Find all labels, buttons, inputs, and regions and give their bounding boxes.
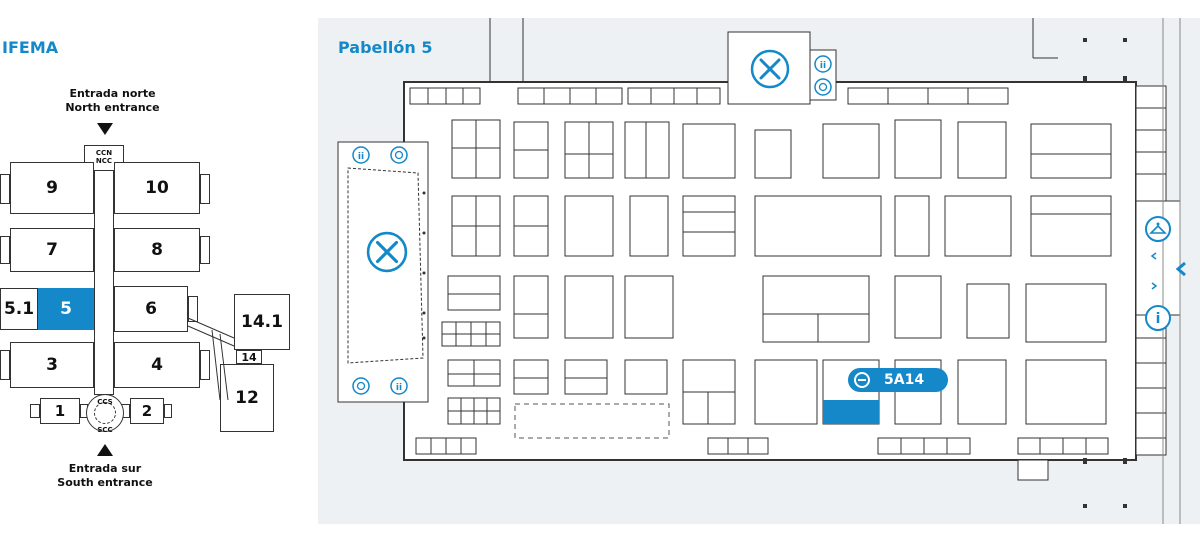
south-arrow-icon	[97, 444, 113, 456]
exhibitor-logo-icon	[854, 372, 870, 388]
ccs-label: CCS	[97, 398, 113, 406]
chevron-left-icon	[1150, 252, 1157, 260]
north-entrance-es: Entrada norte	[69, 87, 156, 100]
restaurant-icon	[366, 231, 408, 273]
hall-7[interactable]: 7	[10, 228, 94, 272]
chevron-right-icon	[1151, 282, 1158, 290]
hall-8[interactable]: 8	[114, 228, 200, 272]
north-arrow-icon	[97, 123, 113, 135]
walkway-lines	[187, 317, 235, 401]
accessible-icon	[814, 78, 832, 96]
hall-4[interactable]: 4	[114, 342, 200, 388]
svg-text:ii: ii	[396, 383, 402, 393]
hall-5-highlighted[interactable]: 5	[38, 288, 94, 330]
scc-label: SCC	[97, 426, 113, 434]
svg-text:ii: ii	[820, 61, 826, 71]
hall-3[interactable]: 3	[10, 342, 94, 388]
hall-1[interactable]: 1	[40, 398, 80, 424]
restroom-icon: ii	[390, 377, 408, 395]
svg-text:ii: ii	[358, 152, 364, 162]
hall-2[interactable]: 2	[130, 398, 164, 424]
north-entrance-label: Entrada norte North entrance	[40, 87, 185, 115]
hall-14-1[interactable]: 14.1	[234, 294, 290, 350]
restaurant-icon	[750, 49, 790, 89]
arrow-left-icon	[1175, 261, 1186, 277]
hall-12[interactable]: 12	[220, 364, 274, 432]
accessible-icon	[352, 377, 370, 395]
restroom-icon: ii	[814, 55, 832, 73]
south-entrance-label: Entrada sur South entrance	[30, 462, 180, 490]
hall-14[interactable]: 14	[236, 350, 262, 364]
cloakroom-icon	[1145, 216, 1171, 242]
central-corridor	[94, 145, 114, 395]
booth-badge[interactable]: 5A14	[848, 368, 948, 392]
info-icon: i	[1145, 305, 1171, 331]
hall-9[interactable]: 9	[10, 162, 94, 214]
booth-number: 5A14	[884, 372, 925, 388]
booth-5a14[interactable]	[823, 400, 879, 424]
svg-text:i: i	[1156, 311, 1161, 327]
south-entrance-es: Entrada sur	[68, 462, 142, 475]
restroom-icon: ii	[352, 146, 370, 164]
accessible-icon	[390, 146, 408, 164]
hall-5-1[interactable]: 5.1	[0, 288, 38, 330]
floorplan-drawing	[337, 18, 1181, 524]
pavilion-title: Pabellón 5	[338, 38, 433, 57]
north-entrance-en: North entrance	[65, 101, 160, 114]
hall-10[interactable]: 10	[114, 162, 200, 214]
south-entrance-en: South entrance	[57, 476, 153, 489]
pavilion-floorplan: Pabellón 5	[318, 18, 1200, 524]
venue-title: IFEMA	[2, 38, 59, 57]
hall-6[interactable]: 6	[114, 286, 188, 332]
booth-grid	[441, 119, 1112, 425]
